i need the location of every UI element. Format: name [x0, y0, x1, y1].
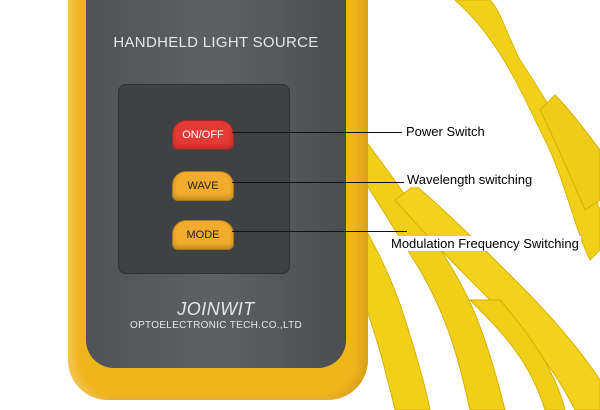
wave-callout-line: [232, 182, 404, 183]
mode-button: MODE: [172, 220, 234, 250]
power-callout-line: [232, 132, 402, 133]
device-title: HANDHELD LIGHT SOURCE: [113, 34, 319, 51]
mode-callout-label: Modulation Frequency Switching: [389, 236, 581, 251]
mode-callout-line: [232, 231, 407, 232]
power-callout-label: Power Switch: [404, 124, 487, 139]
company-name: OPTOELECTRONIC TECH.CO.,LTD: [129, 320, 302, 331]
power-button: ON/OFF: [172, 120, 234, 150]
brand-name: JOINWIT: [177, 299, 255, 319]
wave-callout-label: Wavelength switching: [405, 172, 535, 187]
wave-button: WAVE: [172, 171, 234, 201]
